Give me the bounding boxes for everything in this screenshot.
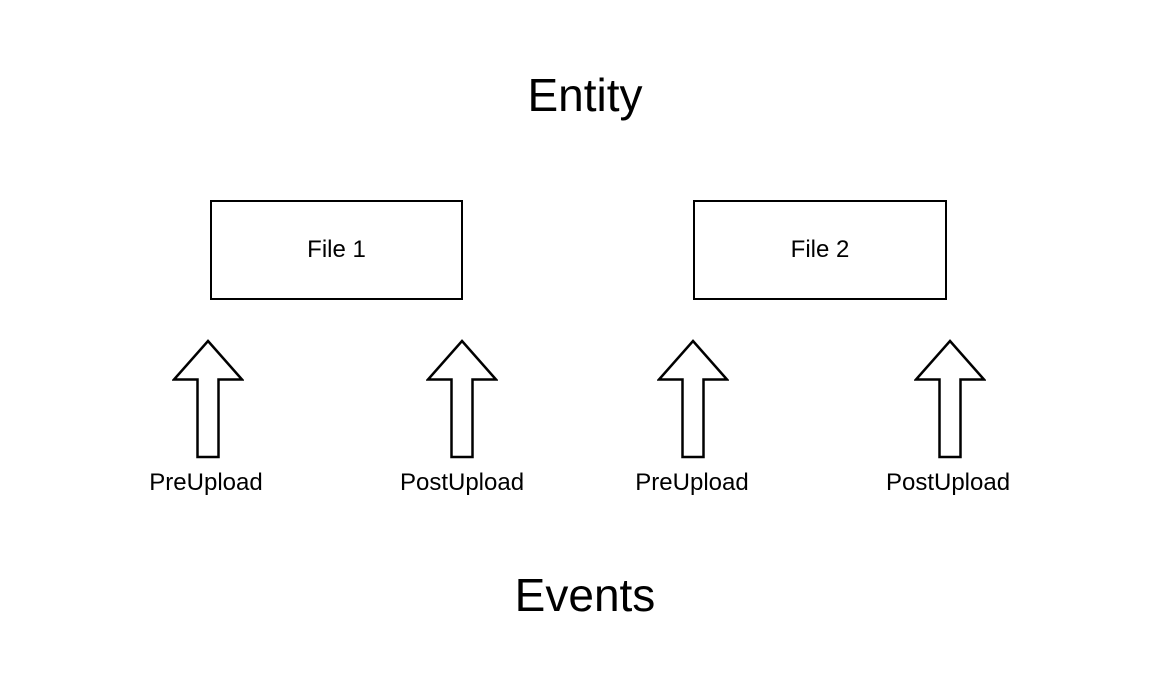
events-title: Events — [514, 569, 656, 621]
event-label-file2-preupload: PreUpload — [635, 469, 749, 496]
event-label-file1-preupload: PreUpload — [149, 469, 263, 496]
up-arrow-icon — [914, 339, 986, 459]
file-1-label: File 1 — [307, 236, 366, 263]
file-2-box: File 2 — [693, 200, 947, 300]
up-arrow-icon — [657, 339, 729, 459]
file-1-box: File 1 — [210, 200, 463, 300]
event-label-file1-postupload: PostUpload — [399, 469, 525, 496]
up-arrow-icon — [426, 339, 498, 459]
event-label-file2-postupload: PostUpload — [885, 469, 1011, 496]
entity-title: Entity — [527, 69, 643, 121]
up-arrow-icon — [172, 339, 244, 459]
file-2-label: File 2 — [790, 236, 850, 263]
